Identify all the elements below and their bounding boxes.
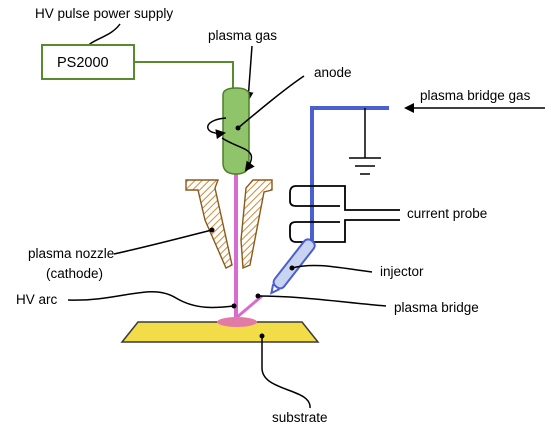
injector bbox=[269, 238, 316, 295]
deposit-spot bbox=[217, 317, 257, 327]
hv-arc-leader bbox=[67, 291, 237, 309]
substrate-label: substrate bbox=[272, 410, 328, 425]
injector-label: injector bbox=[380, 264, 424, 279]
substrate-plate bbox=[122, 322, 318, 342]
nozzle-label-line1: plasma nozzle bbox=[28, 246, 114, 261]
current-probe-coil bbox=[289, 185, 400, 243]
plasma-bridge-leader bbox=[255, 293, 387, 307]
nozzle-label-line2: (cathode) bbox=[46, 266, 103, 281]
anode-label: anode bbox=[314, 65, 352, 80]
nozzle-leader bbox=[113, 227, 215, 255]
power-supply-label: HV pulse power supply bbox=[35, 6, 173, 21]
anode-electrode bbox=[223, 88, 249, 174]
plasma-bridge-beam bbox=[235, 294, 263, 320]
ps2000-label: PS2000 bbox=[57, 55, 109, 71]
gas-swirl-left bbox=[207, 117, 227, 140]
supply-wire bbox=[134, 61, 234, 90]
current-probe-label: current probe bbox=[407, 206, 487, 221]
hv-arc-label: HV arc bbox=[16, 292, 58, 307]
bridge-gas-tube bbox=[310, 106, 389, 241]
nozzle-right-half bbox=[240, 179, 273, 270]
plasma-bridge-label: plasma bridge bbox=[394, 300, 479, 315]
anode-leader bbox=[235, 75, 305, 131]
plasma-gas-arrow bbox=[243, 45, 254, 102]
plasma-gas-label: plasma gas bbox=[208, 28, 277, 43]
gas-swirl-right bbox=[221, 137, 255, 172]
nozzle-left-half bbox=[185, 179, 233, 269]
bridge-gas-label: plasma bridge gas bbox=[420, 88, 531, 103]
substrate-leader bbox=[259, 333, 311, 409]
injector-leader bbox=[289, 264, 373, 273]
